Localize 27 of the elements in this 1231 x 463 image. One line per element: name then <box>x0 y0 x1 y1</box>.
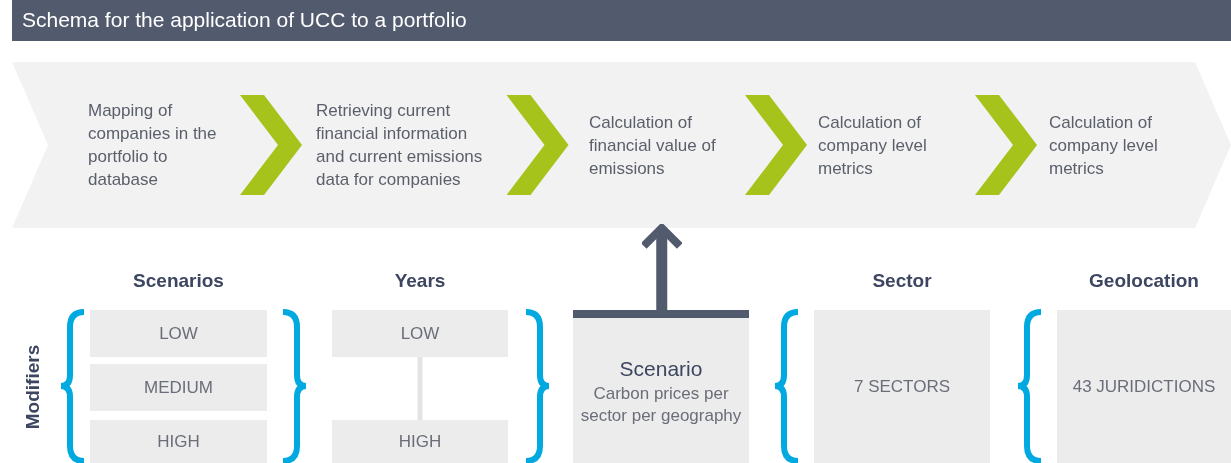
connector-line <box>417 357 423 420</box>
column-heading: Years <box>393 270 447 292</box>
arrow <box>745 95 807 195</box>
title-bar: Schema for the application of UCC to a portfolio <box>12 0 1231 41</box>
process-step: Calculation of financial value of emissions <box>589 62 736 228</box>
process-step: Mapping of companies in the portfolio to database <box>88 62 228 228</box>
modifier-box: 43 JURIDICTIONS <box>1057 310 1231 463</box>
column-heading: Geolocation <box>1088 270 1200 292</box>
arrow <box>639 224 684 310</box>
column-heading: Sector <box>871 270 933 292</box>
modifier-box: 7 SECTORS <box>814 310 990 463</box>
column-heading: Scenarios <box>132 270 225 292</box>
modifier-box: HIGH <box>90 420 267 463</box>
scenario-box <box>573 310 749 463</box>
arrow <box>975 95 1037 195</box>
process-step: Calculation of company level metrics <box>818 62 965 228</box>
modifier-box: MEDIUM <box>90 364 267 411</box>
modifier-box: LOW <box>90 310 267 357</box>
arrow <box>506 95 569 195</box>
modifier-box: HIGH <box>332 420 508 463</box>
modifier-box: LOW <box>332 310 508 357</box>
axis-label: Modifiers <box>22 343 44 432</box>
box-text: Carbon prices per sector per geography <box>579 382 743 427</box>
box-heading: Scenario <box>619 355 703 382</box>
process-step: Calculation of company level metrics <box>1049 62 1199 228</box>
arrow <box>240 95 302 195</box>
process-step: Retrieving current financial information and current emissions data for companies <box>316 62 488 228</box>
